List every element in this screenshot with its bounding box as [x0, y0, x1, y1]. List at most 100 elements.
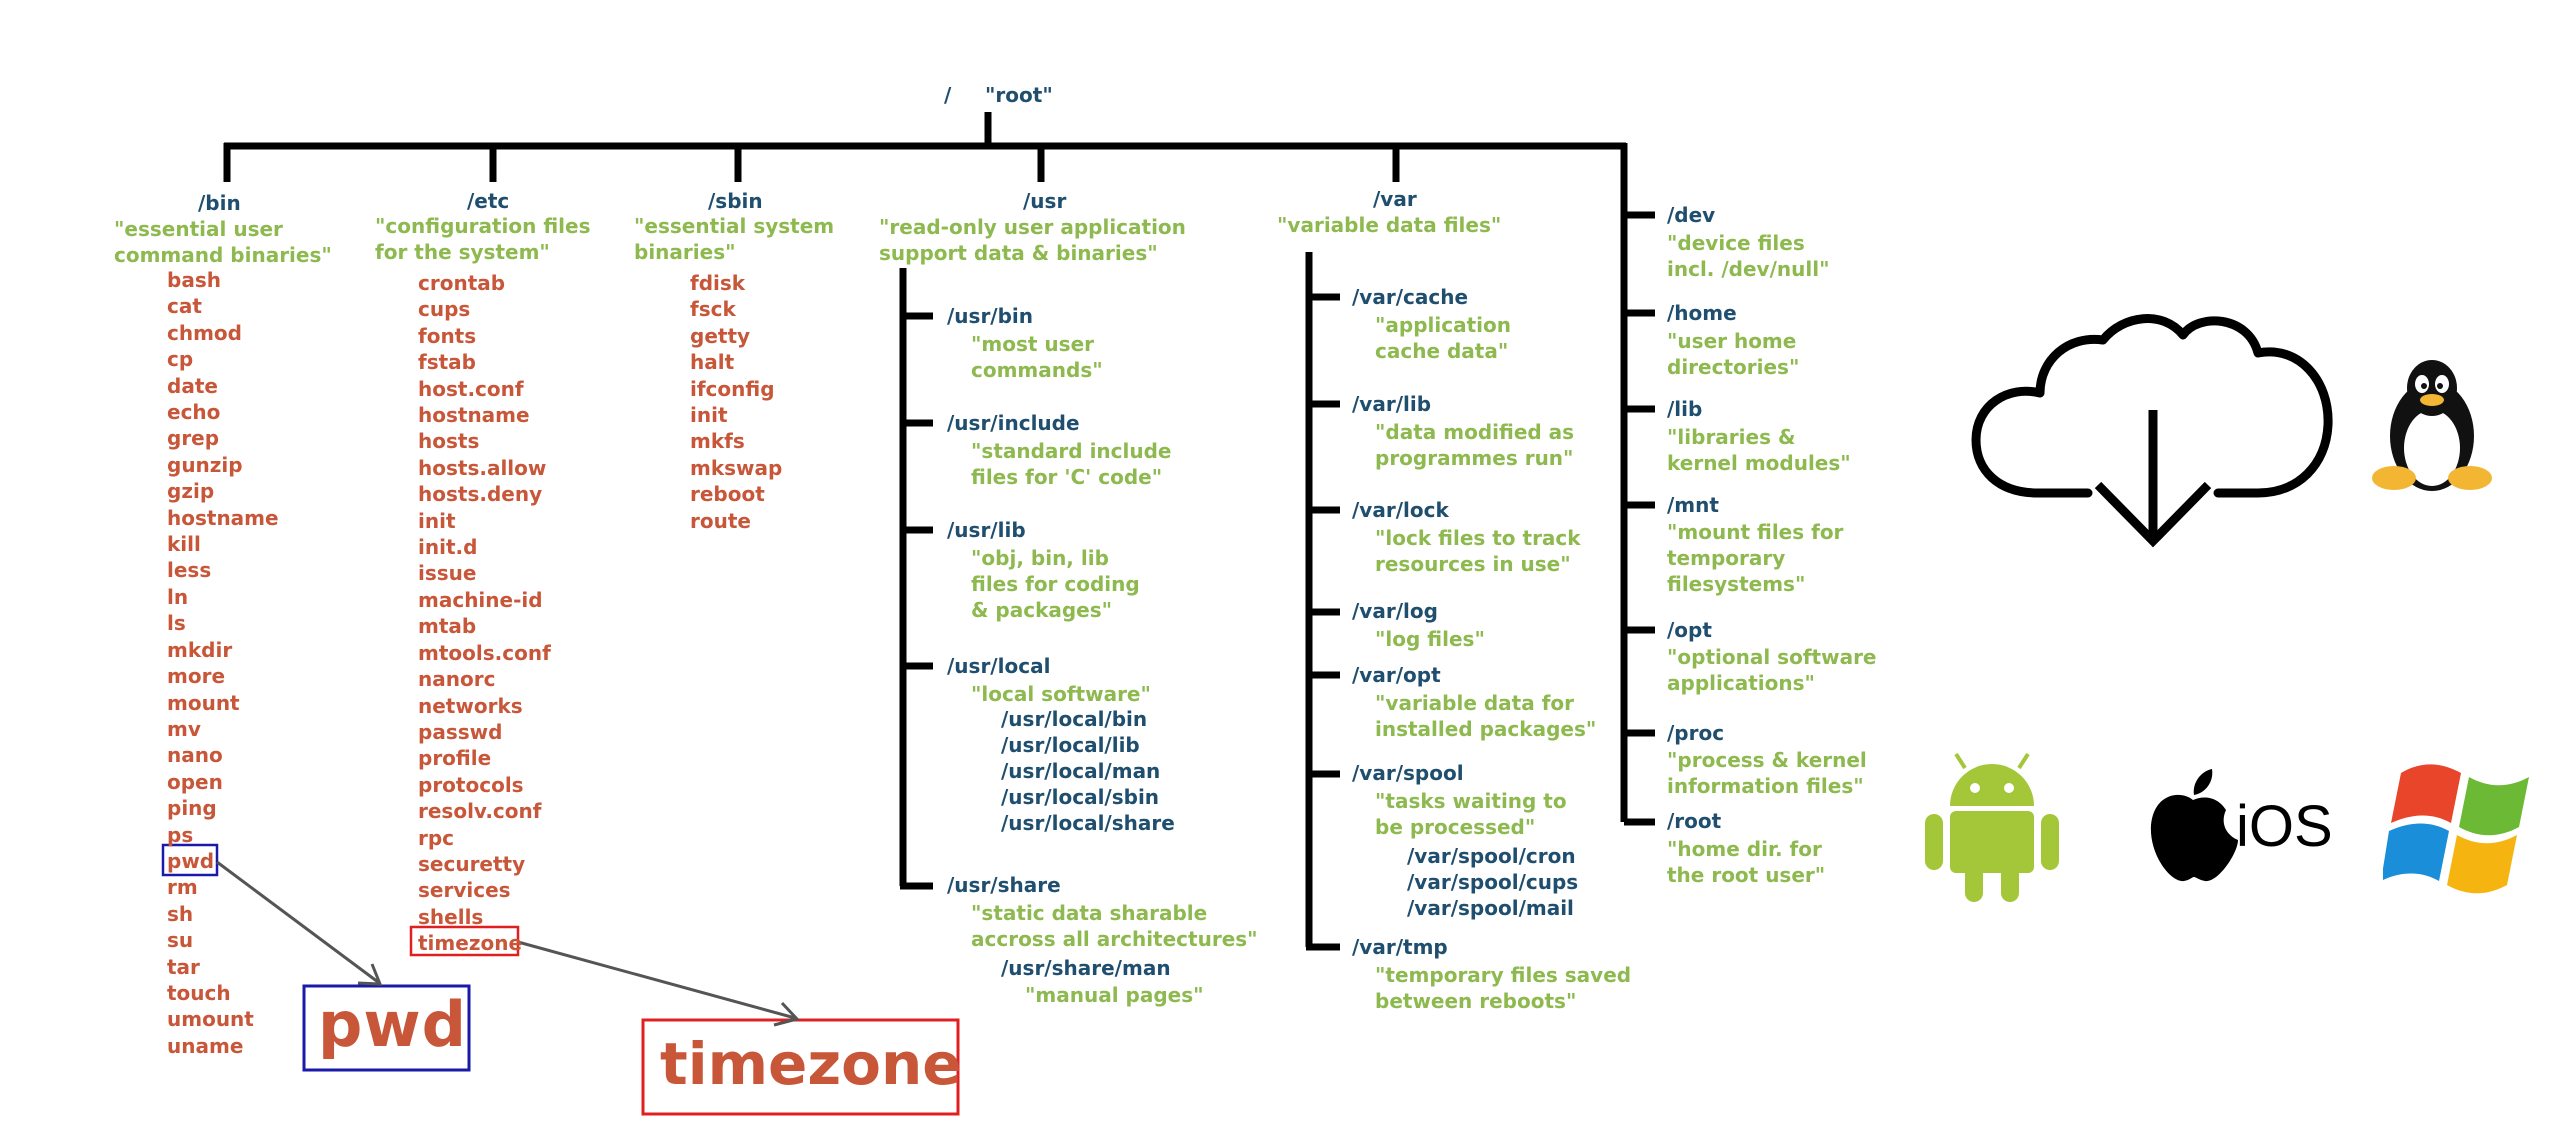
bin-item: mv [167, 716, 201, 741]
pwd-callout-box [302, 984, 471, 1072]
etc-item: issue [418, 561, 477, 586]
linux-tux-icon [2372, 360, 2492, 491]
proc-desc: "process & kernel information files" [1667, 748, 1867, 798]
var-tmp-path: /var/tmp [1352, 935, 1448, 959]
var-path: /var [1373, 187, 1417, 211]
timezone-callout-box [641, 1018, 960, 1116]
bin-item: cp [167, 347, 194, 372]
etc-desc: "configuration files for the system" [375, 214, 591, 264]
bin-item: mkdir [167, 637, 233, 662]
mnt-desc: "mount files for temporary filesystems" [1667, 520, 1844, 596]
apple-icon [2150, 769, 2238, 882]
bin-item: ln [167, 584, 189, 609]
etc-item: rpc [418, 825, 455, 850]
home-desc: "user home directories" [1667, 329, 1800, 379]
var-spool-path: /var/spool [1352, 761, 1464, 785]
bin-desc: "essential user command binaries" [114, 217, 332, 267]
opt-desc: "optional software applications" [1667, 645, 1877, 695]
android-icon [1925, 752, 2059, 902]
sbin-item: mkswap [690, 455, 783, 480]
etc-item: hostname [418, 403, 530, 428]
etc-item: securetty [418, 851, 526, 876]
bin-item: ls [167, 611, 186, 636]
sbin-path: /sbin [708, 189, 763, 213]
bin-item: rm [167, 875, 198, 900]
bin-item: nano [167, 743, 223, 768]
var-lock-path: /var/lock [1352, 498, 1449, 522]
etc-item: services [418, 878, 511, 903]
bin-item: date [167, 373, 218, 398]
home-path: /home [1667, 301, 1737, 325]
bin-item: open [167, 769, 223, 794]
var-lock-desc: "lock files to track resources in use" [1375, 526, 1581, 576]
windows-icon [2383, 764, 2529, 894]
etc-item: nanorc [418, 667, 496, 692]
usr-lib-path: /usr/lib [947, 518, 1026, 542]
bin-item: bash [167, 268, 221, 292]
bin-item: pwd [167, 848, 215, 873]
etc-item: protocols [418, 772, 524, 797]
sbin-desc: "essential system binaries" [634, 214, 835, 264]
pwd-highlight-box [161, 843, 219, 877]
etc-item: init.d [418, 535, 478, 560]
bin-item: gunzip [167, 452, 243, 477]
lib-desc: "libraries & kernel modules" [1667, 425, 1851, 475]
var-log-desc: "log files" [1375, 627, 1485, 651]
usr-share-desc: "static data sharable accross all archit… [971, 901, 1258, 951]
bin-item: gzip [167, 479, 215, 504]
sbin-item: fdisk [690, 271, 746, 295]
etc-item: init [418, 508, 456, 533]
bin-item: echo [167, 400, 221, 425]
bin-item: umount [167, 1007, 254, 1032]
usr-include-path: /usr/include [947, 411, 1080, 435]
var-spool-desc: "tasks waiting to be processed" [1375, 789, 1567, 839]
etc-item: machine-id [418, 587, 543, 612]
bin-path: /bin [198, 191, 241, 215]
sbin-item: reboot [690, 482, 765, 507]
var-spool-sub: /var/spool/cron /var/spool/cups /var/spo… [1407, 844, 1579, 920]
dev-desc: "device files incl. /dev/null" [1667, 231, 1830, 281]
timezone-callout-text: timezone [660, 1030, 962, 1098]
etc-item: cups [418, 297, 471, 322]
var-lib-path: /var/lib [1352, 392, 1432, 416]
usr-lib-desc: "obj, bin, lib files for coding & packag… [971, 546, 1140, 622]
etc-item: hosts.deny [418, 482, 543, 507]
sbin-item: route [690, 508, 751, 533]
lib-path: /lib [1667, 397, 1703, 421]
var-opt-desc: "variable data for installed packages" [1375, 691, 1597, 741]
var-opt-path: /var/opt [1352, 663, 1441, 687]
usr-bin-desc: "most user commands" [971, 332, 1103, 382]
etc-path: /etc [467, 189, 510, 213]
etc-item: mtab [418, 614, 477, 639]
etc-item: host.conf [418, 376, 524, 401]
etc-item: hosts [418, 429, 480, 454]
mnt-path: /mnt [1667, 493, 1719, 517]
bin-item: kill [167, 532, 201, 557]
usr-share-man-desc: "manual pages" [1025, 983, 1204, 1007]
usr-local-path: /usr/local [947, 654, 1051, 678]
dev-path: /dev [1667, 203, 1716, 227]
root-label: "root" [985, 83, 1053, 107]
usr-local-desc: "local software" [971, 682, 1151, 706]
bin-item: mount [167, 690, 240, 715]
var-tmp-desc: "temporary files saved between reboots" [1375, 963, 1632, 1013]
bin-item: touch [167, 980, 231, 1005]
etc-item: passwd [418, 719, 503, 744]
bin-item: grep [167, 426, 220, 451]
root-slash: / [944, 83, 952, 107]
sbin-item: init [690, 403, 728, 428]
bin-item: su [167, 928, 194, 953]
opt-path: /opt [1667, 618, 1712, 642]
etc-item: mtools.conf [418, 640, 551, 665]
bin-item: more [167, 664, 226, 689]
usr-local-sub: /usr/local/bin /usr/local/lib /usr/local… [1001, 707, 1175, 835]
bin-item: tar [167, 954, 200, 979]
ios-label: iOS [2236, 794, 2333, 859]
bin-item: less [167, 558, 212, 583]
etc-item: profile [418, 746, 492, 771]
etc-item: resolv.conf [418, 799, 542, 824]
cloud-download-icon [1971, 314, 2333, 548]
bin-item: ping [167, 796, 217, 821]
